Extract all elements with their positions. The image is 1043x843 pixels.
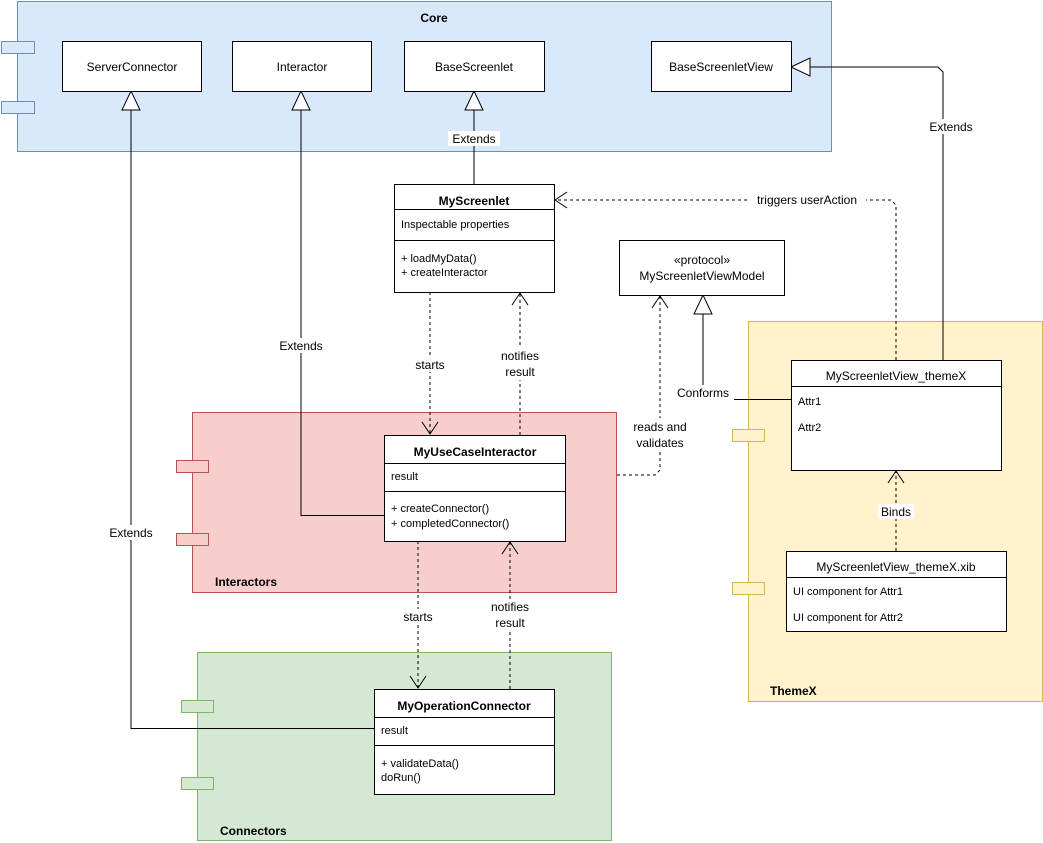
inheritance-arrow-icon	[789, 57, 811, 77]
edge-reads-validates: reads and validates	[617, 295, 692, 476]
package-tab	[181, 777, 214, 790]
edge-label: starts	[415, 358, 444, 372]
edge-extends-base-view: Extends	[789, 57, 978, 360]
edge-label: validates	[636, 436, 683, 450]
edge-notifies-screenlet: notifies result	[496, 292, 544, 435]
package-tab	[732, 582, 765, 595]
package-tab	[176, 460, 209, 473]
package-title: Core	[420, 11, 448, 25]
class-interactor[interactable]: Interactor	[232, 41, 372, 92]
package-tab	[1, 41, 35, 54]
class-attribute: UI component for Attr2	[793, 612, 903, 624]
edge-label: result	[505, 365, 535, 379]
class-my-use-case-interactor[interactable]: MyUseCaseInteractor result + createConne…	[384, 435, 566, 542]
class-attribute: result	[381, 725, 408, 737]
edge-binds: Binds	[878, 470, 914, 551]
class-attribute: UI component for Attr1	[793, 586, 903, 598]
class-name: ServerConnector	[87, 60, 178, 74]
open-arrow-icon	[409, 675, 427, 689]
edge-notifies-interactor: notifies result	[486, 541, 534, 689]
edge-label: result	[495, 616, 525, 630]
inheritance-arrow-icon	[291, 89, 311, 111]
class-method: + createConnector()	[391, 503, 489, 515]
edge-conforms: Conforms	[677, 293, 791, 400]
edge-extends-server-connector: Extends	[104, 89, 375, 729]
class-name: BaseScreenletView	[669, 60, 773, 74]
edge-label: starts	[403, 610, 432, 624]
class-name: MyUseCaseInteractor	[414, 445, 537, 459]
realization-arrow-icon	[693, 293, 713, 315]
class-my-operation-connector[interactable]: MyOperationConnector result + validateDa…	[374, 689, 555, 795]
inheritance-arrow-icon	[464, 89, 484, 111]
edge-label: Extends	[929, 120, 972, 134]
class-attribute: Attr1	[798, 396, 821, 408]
class-base-screenlet-view[interactable]: BaseScreenletView	[651, 41, 792, 92]
class-name: MyOperationConnector	[397, 699, 531, 713]
class-name: MyScreenletViewModel	[639, 269, 764, 283]
edge-starts-connector: starts	[398, 541, 438, 689]
class-protocol-view-model[interactable]: «protocol» MyScreenletViewModel	[619, 240, 785, 296]
package-title: Interactors	[215, 575, 277, 589]
package-title: Connectors	[220, 824, 287, 838]
edge-label: Extends	[279, 339, 322, 353]
class-method: + validateData()	[381, 758, 459, 770]
class-attribute: Inspectable properties	[401, 219, 510, 231]
open-arrow-icon	[421, 421, 439, 435]
class-name: BaseScreenlet	[435, 60, 514, 74]
edge-label: triggers userAction	[757, 193, 857, 207]
class-method: doRun()	[381, 772, 421, 784]
inheritance-arrow-icon	[121, 89, 141, 111]
class-screenlet-view-xib[interactable]: MyScreenletView_themeX.xib UI component …	[786, 551, 1007, 632]
edge-extends-base-screenlet: Extends	[448, 89, 500, 184]
edge-label: notifies	[501, 349, 539, 363]
class-name: MyScreenletView_themeX.xib	[816, 560, 976, 574]
edge-label: Extends	[109, 526, 152, 540]
edge-starts-interactor: starts	[410, 292, 450, 435]
class-name: MyScreenletView_themeX	[826, 369, 967, 383]
class-server-connector[interactable]: ServerConnector	[62, 41, 202, 92]
class-attribute: result	[391, 471, 418, 483]
class-name: MyScreenlet	[439, 194, 510, 208]
edge-label: Binds	[881, 505, 911, 519]
edge-label: Extends	[452, 132, 495, 146]
class-my-screenlet[interactable]: MyScreenlet Inspectable properties + loa…	[394, 184, 555, 293]
class-method: + createInteractor	[401, 267, 488, 279]
stereotype: «protocol»	[674, 253, 730, 267]
class-base-screenlet[interactable]: BaseScreenlet	[404, 41, 545, 92]
edge-label: Conforms	[677, 386, 729, 400]
package-tab	[176, 533, 209, 546]
edge-label: notifies	[491, 600, 529, 614]
class-attribute: Attr2	[798, 422, 821, 434]
edge-triggers-user-action: triggers userAction	[554, 191, 897, 360]
package-tab	[1, 101, 35, 114]
edge-extends-interactor: Extends	[274, 89, 385, 516]
class-method: + loadMyData()	[401, 253, 477, 265]
edge-label: reads and	[633, 420, 686, 434]
package-title: ThemeX	[770, 684, 817, 698]
package-tab	[181, 700, 214, 713]
class-method: + completedConnector()	[391, 518, 509, 530]
class-screenlet-view-themex[interactable]: MyScreenletView_themeX Attr1 Attr2	[791, 360, 1002, 471]
package-tab	[732, 429, 765, 442]
class-name: Interactor	[277, 60, 328, 74]
